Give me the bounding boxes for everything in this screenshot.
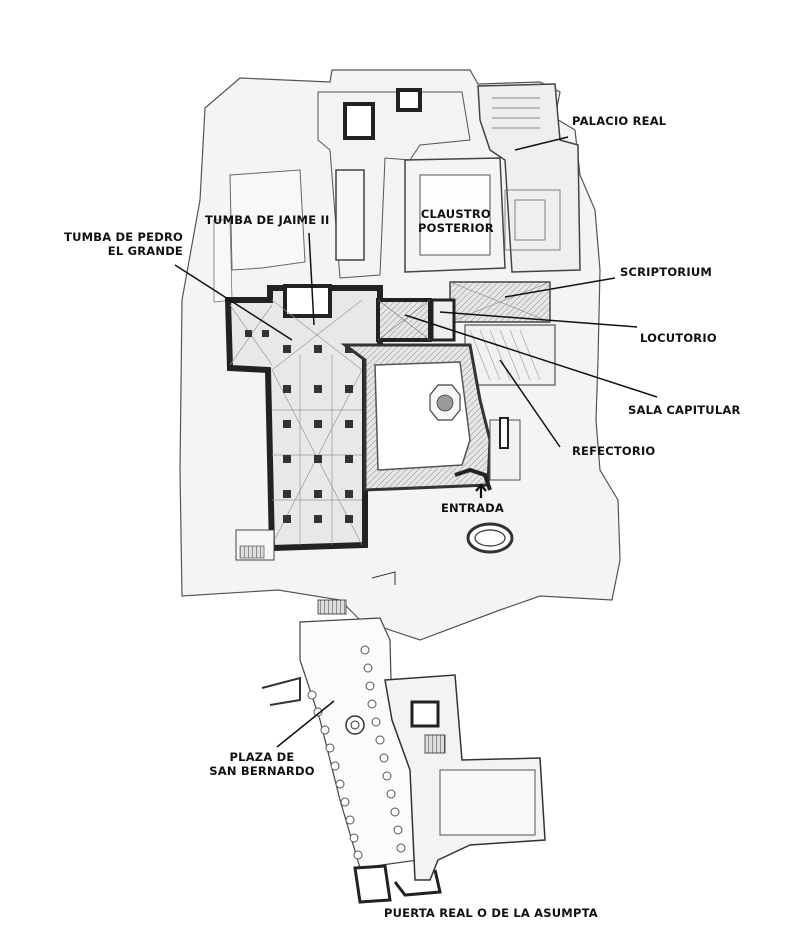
- label-refectorio: REFECTORIO: [572, 444, 656, 458]
- puerta-real-gate: [353, 864, 392, 904]
- entrada-arrow: [475, 483, 487, 498]
- label-locutorio: LOCUTORIO: [640, 331, 717, 345]
- north-yard: [229, 169, 306, 271]
- label-claustro-line2: POSTERIOR: [418, 221, 494, 235]
- locutorio: [430, 298, 456, 342]
- leader-tumba-jaime: [308, 232, 315, 326]
- label-tumba-pedro-line2: EL GRANDE: [107, 244, 183, 258]
- leader-plaza: [276, 700, 335, 748]
- leader-scriptorium: [504, 277, 616, 298]
- leader-sala-capitular: [404, 314, 658, 398]
- label-scriptorium: SCRIPTORIUM: [620, 265, 713, 279]
- leader-refectorio: [499, 359, 561, 448]
- leader-tumba-pedro: [174, 264, 293, 341]
- label-entrada: ENTRADA: [441, 501, 504, 515]
- north-room-1: [343, 102, 375, 140]
- label-tumba-jaime: TUMBA DE JAIME II: [205, 213, 330, 227]
- label-puerta-real: PUERTA REAL O DE LA ASUMPTA: [384, 906, 598, 920]
- label-plaza-san-bernardo: PLAZA DE SAN BERNARDO: [208, 750, 316, 778]
- north-room-2: [396, 88, 422, 112]
- west-yard: [213, 219, 233, 303]
- plaza-trees: [307, 645, 406, 860]
- label-plaza-line1: PLAZA DE: [229, 750, 295, 764]
- apse: [283, 284, 332, 318]
- label-sala-capitular: SALA CAPITULAR: [628, 403, 741, 417]
- leader-lines: [174, 136, 658, 748]
- label-tumba-pedro: TUMBA DE PEDRO EL GRANDE: [60, 230, 183, 258]
- north-room-3: [335, 169, 365, 261]
- label-claustro-line1: CLAUSTRO: [420, 207, 491, 221]
- leader-palacio-real: [514, 136, 569, 151]
- label-palacio-real: PALACIO REAL: [572, 114, 667, 128]
- label-tumba-pedro-line1: TUMBA DE PEDRO: [64, 230, 183, 244]
- label-claustro-posterior: CLAUSTRO POSTERIOR: [418, 207, 494, 235]
- palacio-real: [477, 83, 581, 273]
- claustro-posterior-court: [419, 174, 491, 256]
- leader-locutorio: [439, 311, 638, 328]
- label-plaza-line2: SAN BERNARDO: [209, 764, 315, 778]
